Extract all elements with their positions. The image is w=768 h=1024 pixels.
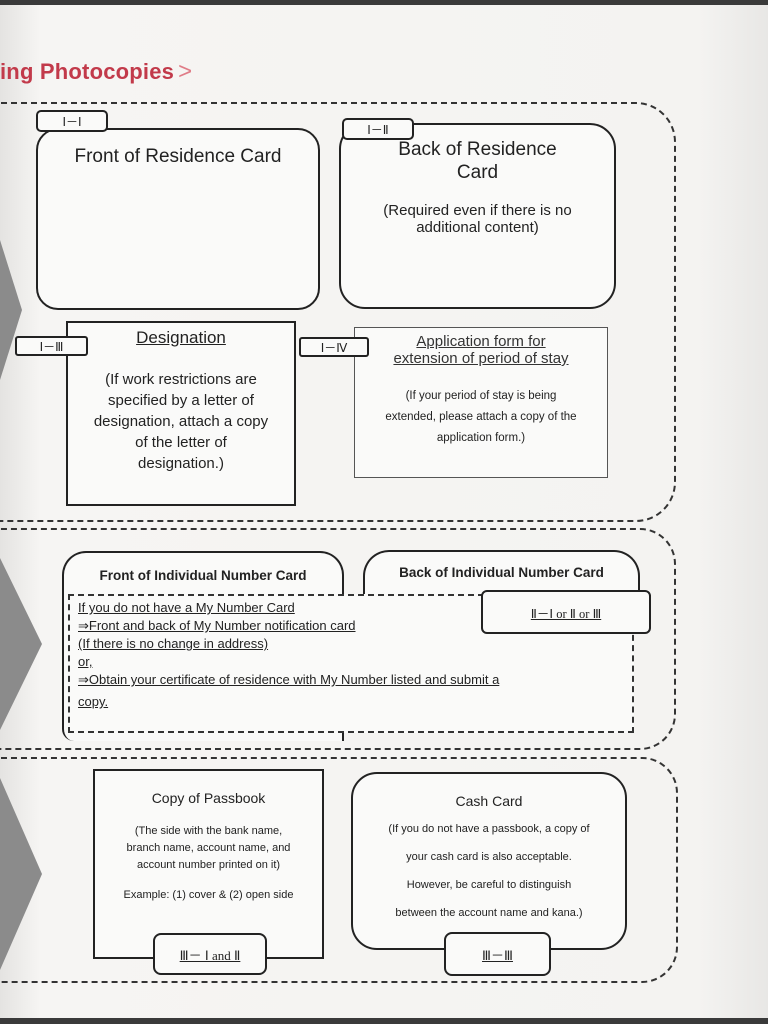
designation-title: Designation xyxy=(136,328,226,347)
individual-card-front-title: Front of Individual Number Card xyxy=(99,568,307,583)
note-line-4: or, xyxy=(78,654,93,669)
tag-1-1: Ⅰ－Ⅰ xyxy=(36,110,108,132)
back-residence-card-note-2: additional content) xyxy=(416,219,539,236)
application-form-title-2: extension of period of stay xyxy=(393,350,569,367)
section-1-arrow-icon xyxy=(0,240,22,380)
passbook-example: Example: (1) cover & (2) open side xyxy=(123,889,294,901)
passbook-line-3: account number printed on it) xyxy=(136,859,281,871)
designation-line-4: of the letter of xyxy=(135,434,227,451)
tag-2: Ⅱ－Ⅰ or Ⅱ or Ⅲ xyxy=(481,590,651,634)
designation-line-5: designation.) xyxy=(138,455,224,472)
back-residence-card-box: Back of Residence Card (Required even if… xyxy=(339,123,616,309)
note-line-2: ⇒Front and back of My Number notificatio… xyxy=(78,618,356,633)
designation-line-2: specified by a letter of xyxy=(108,392,254,409)
cash-card-line-4: between the account name and kana.) xyxy=(395,907,583,919)
note-line-3: (If there is no change in address) xyxy=(78,636,269,651)
application-form-line-3: application form.) xyxy=(436,432,526,444)
application-form-title-1: Application form for xyxy=(416,333,546,350)
passbook-line-2: branch name, account name, and xyxy=(126,842,291,854)
individual-card-back-title: Back of Individual Number Card xyxy=(399,565,604,580)
designation-box: Designation (If work restrictions are sp… xyxy=(66,321,296,506)
cash-card-line-1: (If you do not have a passbook, a copy o… xyxy=(388,823,590,835)
cash-card-line-2: your cash card is also acceptable. xyxy=(406,851,572,863)
back-residence-card-note-1: (Required even if there is no xyxy=(383,202,572,219)
front-residence-card-title: Front of Residence Card xyxy=(74,146,282,167)
section-header: ing Photocopies> xyxy=(0,58,192,86)
application-form-line-1: (If your period of stay is being xyxy=(405,390,557,402)
tag-1-3: Ⅰ－Ⅲ xyxy=(15,336,88,356)
chevron-right-icon: > xyxy=(178,58,193,85)
note-line-1: If you do not have a My Number Card xyxy=(78,600,295,615)
section-1-frame xyxy=(0,102,676,522)
note-line-6: copy. xyxy=(78,694,109,709)
note-line-5: ⇒Obtain your certificate of residence wi… xyxy=(78,672,500,687)
cash-card-line-3: However, be careful to distinguish xyxy=(406,879,572,891)
application-form-line-2: extended, please attach a copy of the xyxy=(385,411,577,423)
section-header-title: ing Photocopies xyxy=(0,59,175,84)
cash-card-title: Cash Card xyxy=(455,793,523,809)
tag-3-2: Ⅲ－Ⅲ xyxy=(444,932,551,976)
passbook-box: Copy of Passbook (The side with the bank… xyxy=(93,769,324,959)
section-3-frame xyxy=(0,757,678,983)
back-residence-card-title-1: Back of Residence xyxy=(398,139,557,160)
application-form-box: Application form for extension of period… xyxy=(354,327,608,478)
section-2-frame xyxy=(0,528,676,750)
scan-edge-top xyxy=(0,0,768,5)
passbook-title: Copy of Passbook xyxy=(151,790,266,806)
tag-1-4: Ⅰ－Ⅳ xyxy=(299,337,369,357)
front-residence-card-box: Front of Residence Card xyxy=(36,128,320,310)
passbook-line-1: (The side with the bank name, xyxy=(134,825,283,837)
tag-3-1: Ⅲ－ Ⅰ and Ⅱ xyxy=(153,933,267,975)
back-residence-card-title-2: Card xyxy=(456,162,499,183)
cash-card-box: Cash Card (If you do not have a passbook… xyxy=(351,772,627,950)
section-2-arrow-icon xyxy=(0,558,42,730)
section-3-arrow-icon xyxy=(0,778,42,970)
tag-1-2: Ⅰ－Ⅱ xyxy=(342,118,414,140)
designation-line-1: (If work restrictions are xyxy=(105,371,257,388)
designation-line-3: designation, attach a copy xyxy=(93,413,269,430)
scan-edge-bottom xyxy=(0,1018,768,1024)
